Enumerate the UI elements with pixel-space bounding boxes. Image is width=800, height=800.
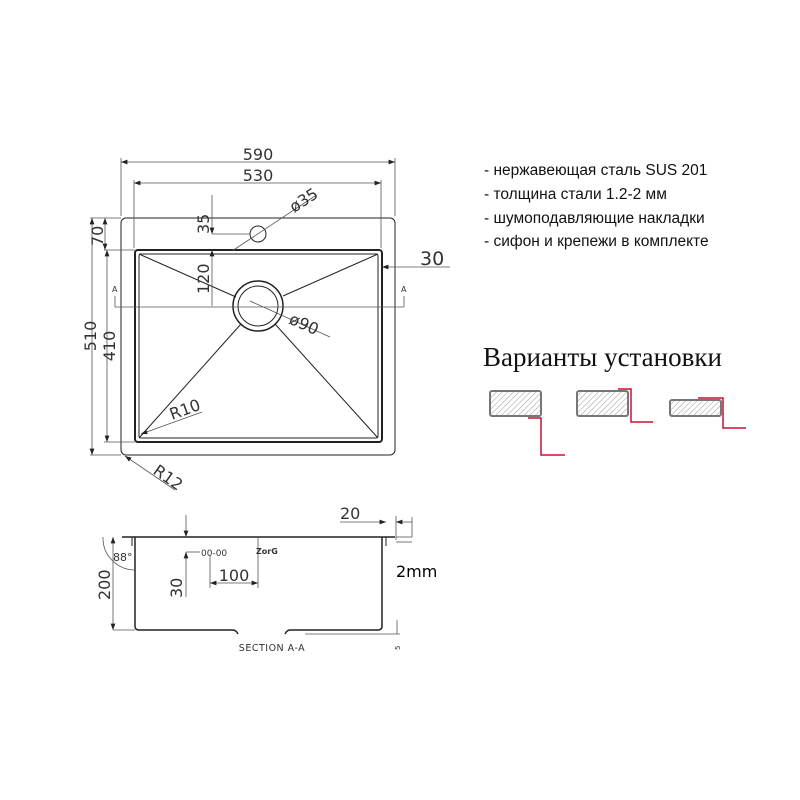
dim-2mm: 2mm: [396, 562, 437, 581]
dim-530: 530: [243, 166, 274, 185]
section-mark-left: A: [112, 285, 118, 294]
dim-30: 30: [420, 248, 444, 270]
dim-88: 88°: [113, 551, 133, 564]
bowl-outline: [134, 249, 383, 443]
section-title: SECTION A-A: [239, 643, 305, 654]
spec-line: - шумоподавляющие накладки: [484, 210, 705, 227]
overflow-marks: 00-00: [201, 549, 227, 559]
install-undermount: [489, 390, 565, 456]
dim-200: 200: [95, 569, 114, 600]
dim-510: 510: [81, 321, 100, 352]
install-title: Варианты установки: [483, 342, 722, 372]
install-variants: [489, 388, 746, 456]
dim-410: 410: [100, 331, 119, 362]
outer-plate: [120, 217, 396, 456]
install-overmount: [576, 388, 653, 423]
dim-590: 590: [243, 145, 274, 164]
bowl-inner-outline: [138, 253, 379, 439]
dim-20: 20: [340, 504, 360, 523]
drain-outer: [232, 280, 284, 332]
spec-line: - нержавеющая сталь SUS 201: [484, 162, 708, 179]
spec-line: - толщина стали 1.2-2 мм: [484, 186, 667, 203]
dim-70: 70: [88, 226, 107, 246]
section-mark-right: A: [401, 285, 407, 294]
dim-r10: R10: [167, 395, 203, 424]
zorg-logo: ZorG: [256, 547, 278, 556]
dim-35: 35: [194, 214, 213, 234]
dim-30-overflow: 30: [167, 578, 186, 598]
dim-100: 100: [219, 566, 250, 585]
dim-5: 5: [394, 646, 402, 650]
install-flush: [669, 397, 746, 429]
bowl-slopes: [138, 253, 379, 439]
spec-line: - сифон и крепежи в комплекте: [484, 233, 709, 250]
dim-120: 120: [194, 263, 213, 294]
drain-inner: [237, 285, 279, 327]
dim-drain-dia: ø90: [286, 309, 321, 339]
section-view: [102, 515, 413, 635]
dim-r12: R12: [150, 461, 187, 495]
